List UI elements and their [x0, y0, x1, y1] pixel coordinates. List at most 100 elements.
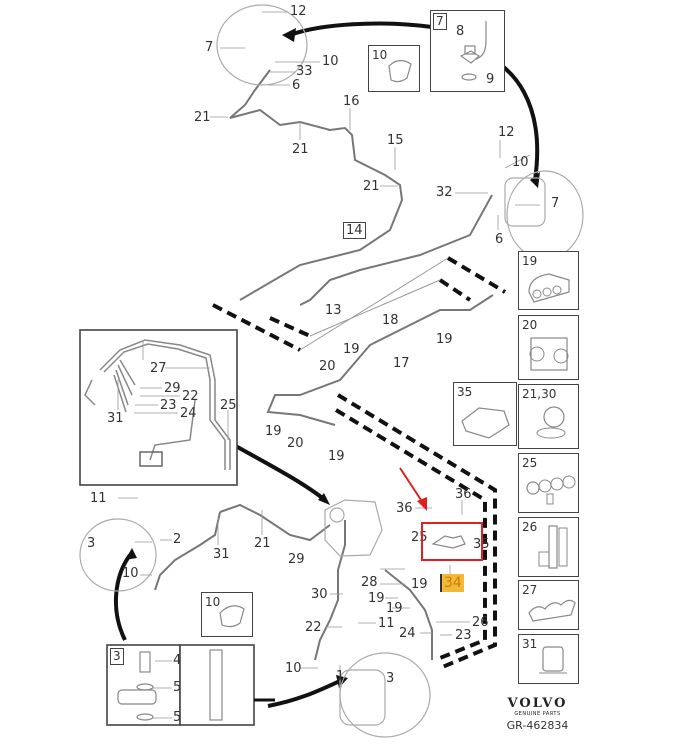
inset-clip-10-top: 10	[368, 45, 420, 92]
callout-11: 11	[90, 491, 107, 506]
bracket-part-icon	[431, 535, 466, 549]
callout-24: 24	[180, 406, 197, 421]
callout-4: 4	[173, 653, 182, 668]
callout-19: 19	[411, 577, 428, 592]
clip-19-icon	[528, 273, 570, 303]
callout-7: 7	[205, 40, 214, 55]
caliper-front-right	[339, 669, 386, 726]
brand-logo: VOLVO	[507, 696, 568, 711]
callout-22: 22	[182, 389, 199, 404]
inset-hose-end-frame	[179, 644, 255, 726]
inset-clip-27: 27	[518, 580, 579, 630]
callout-9: 9	[486, 72, 495, 87]
inset-number: 35	[457, 385, 473, 399]
callout-7: 7	[551, 196, 560, 211]
master-cylinder	[324, 499, 383, 557]
inset-harness-frame	[79, 329, 238, 486]
callout-19: 19	[368, 591, 385, 606]
clip-25-icon	[526, 475, 576, 505]
inset-number: 10	[205, 595, 221, 609]
harness-lines	[84, 339, 231, 470]
callout-24: 24	[399, 626, 416, 641]
callout-19: 19	[265, 424, 282, 439]
arrow-to-top-left-caliper	[289, 21, 433, 37]
inset-clip-26: 26	[518, 517, 579, 577]
callout-8: 8	[456, 24, 465, 39]
clip-35-icon	[461, 407, 510, 439]
inset-number: 7	[433, 13, 447, 30]
clip-26-icon	[538, 525, 568, 569]
callout-12: 12	[290, 4, 307, 19]
callout-23: 23	[160, 398, 177, 413]
inset-clip-19: 19	[518, 251, 579, 310]
callout-12: 12	[498, 125, 515, 140]
callout-36: 36	[396, 501, 413, 516]
clip-21-30-icon	[536, 406, 566, 439]
caliper-rear-left	[216, 4, 308, 86]
reservoir-cap	[329, 507, 345, 523]
callout-10: 10	[122, 566, 139, 581]
inset-7-bleed-screw: 7 8 9	[430, 10, 505, 92]
callout-11: 11	[378, 616, 395, 631]
callout-3-boxed: 3	[110, 648, 124, 665]
inset-number: 10	[372, 48, 388, 62]
callout-6: 6	[495, 232, 504, 247]
inset-number: 19	[522, 254, 538, 268]
callout-31: 31	[213, 547, 230, 562]
callout-21: 21	[194, 110, 211, 125]
callout-30: 30	[311, 587, 328, 602]
inset-clip-10-bottom: 10	[201, 592, 253, 637]
caliper-front-left	[79, 518, 157, 592]
inset-clip-35: 35	[453, 382, 517, 446]
callout-10: 10	[285, 661, 302, 676]
clip-icon	[219, 605, 245, 628]
caliper-rear-right	[504, 177, 546, 227]
highlight-arrow	[399, 467, 427, 511]
callout-5: 5	[173, 710, 182, 725]
callout-20: 20	[319, 359, 336, 374]
callout-15: 15	[387, 133, 404, 148]
arrow-to-front-left	[113, 553, 132, 641]
inset-number: 20	[522, 318, 538, 332]
highlighted-part-number[interactable]: 34	[440, 574, 464, 592]
dashed-routing	[212, 256, 507, 670]
callout-19: 19	[328, 449, 345, 464]
inset-number: 31	[522, 637, 538, 651]
callout-31: 31	[107, 411, 124, 426]
brake-pipes	[154, 69, 494, 661]
callout-33: 33	[296, 64, 313, 79]
callout-6: 6	[292, 78, 301, 93]
arrow-to-front-right	[267, 678, 343, 708]
callout-25: 25	[220, 398, 237, 413]
highlighted-part-frame[interactable]	[421, 522, 483, 561]
callout-29: 29	[164, 381, 181, 396]
callout-13: 13	[325, 303, 342, 318]
callout-36: 36	[455, 487, 472, 502]
inset-clip-21-30: 21,30	[518, 384, 579, 449]
volvo-brand-block: VOLVO GENUINE PARTS GR-462834	[495, 696, 580, 732]
callout-19: 19	[436, 332, 453, 347]
inset-number: 26	[522, 520, 538, 534]
callout-1: 1	[336, 669, 345, 684]
inset-clip-25: 25	[518, 453, 579, 513]
callout-14-boxed: 14	[343, 222, 366, 239]
callout-29: 29	[288, 552, 305, 567]
callout-2: 2	[173, 532, 182, 547]
callout-3: 3	[386, 671, 395, 686]
callout-16: 16	[343, 94, 360, 109]
leader-lines	[118, 11, 540, 678]
callout-28: 28	[361, 575, 378, 590]
callout-20: 20	[287, 436, 304, 451]
callout-26: 26	[472, 615, 489, 630]
inset-number: 27	[522, 583, 538, 597]
callout-3: 3	[87, 536, 96, 551]
callout-19: 19	[343, 342, 360, 357]
callout-17: 17	[393, 356, 410, 371]
inset-number: 25	[522, 456, 538, 470]
inset-number: 21,30	[522, 387, 557, 401]
callout-32: 32	[436, 185, 453, 200]
inset-clip-31: 31	[518, 634, 579, 684]
callout-25: 25	[411, 530, 428, 545]
callout-5: 5	[173, 680, 182, 695]
